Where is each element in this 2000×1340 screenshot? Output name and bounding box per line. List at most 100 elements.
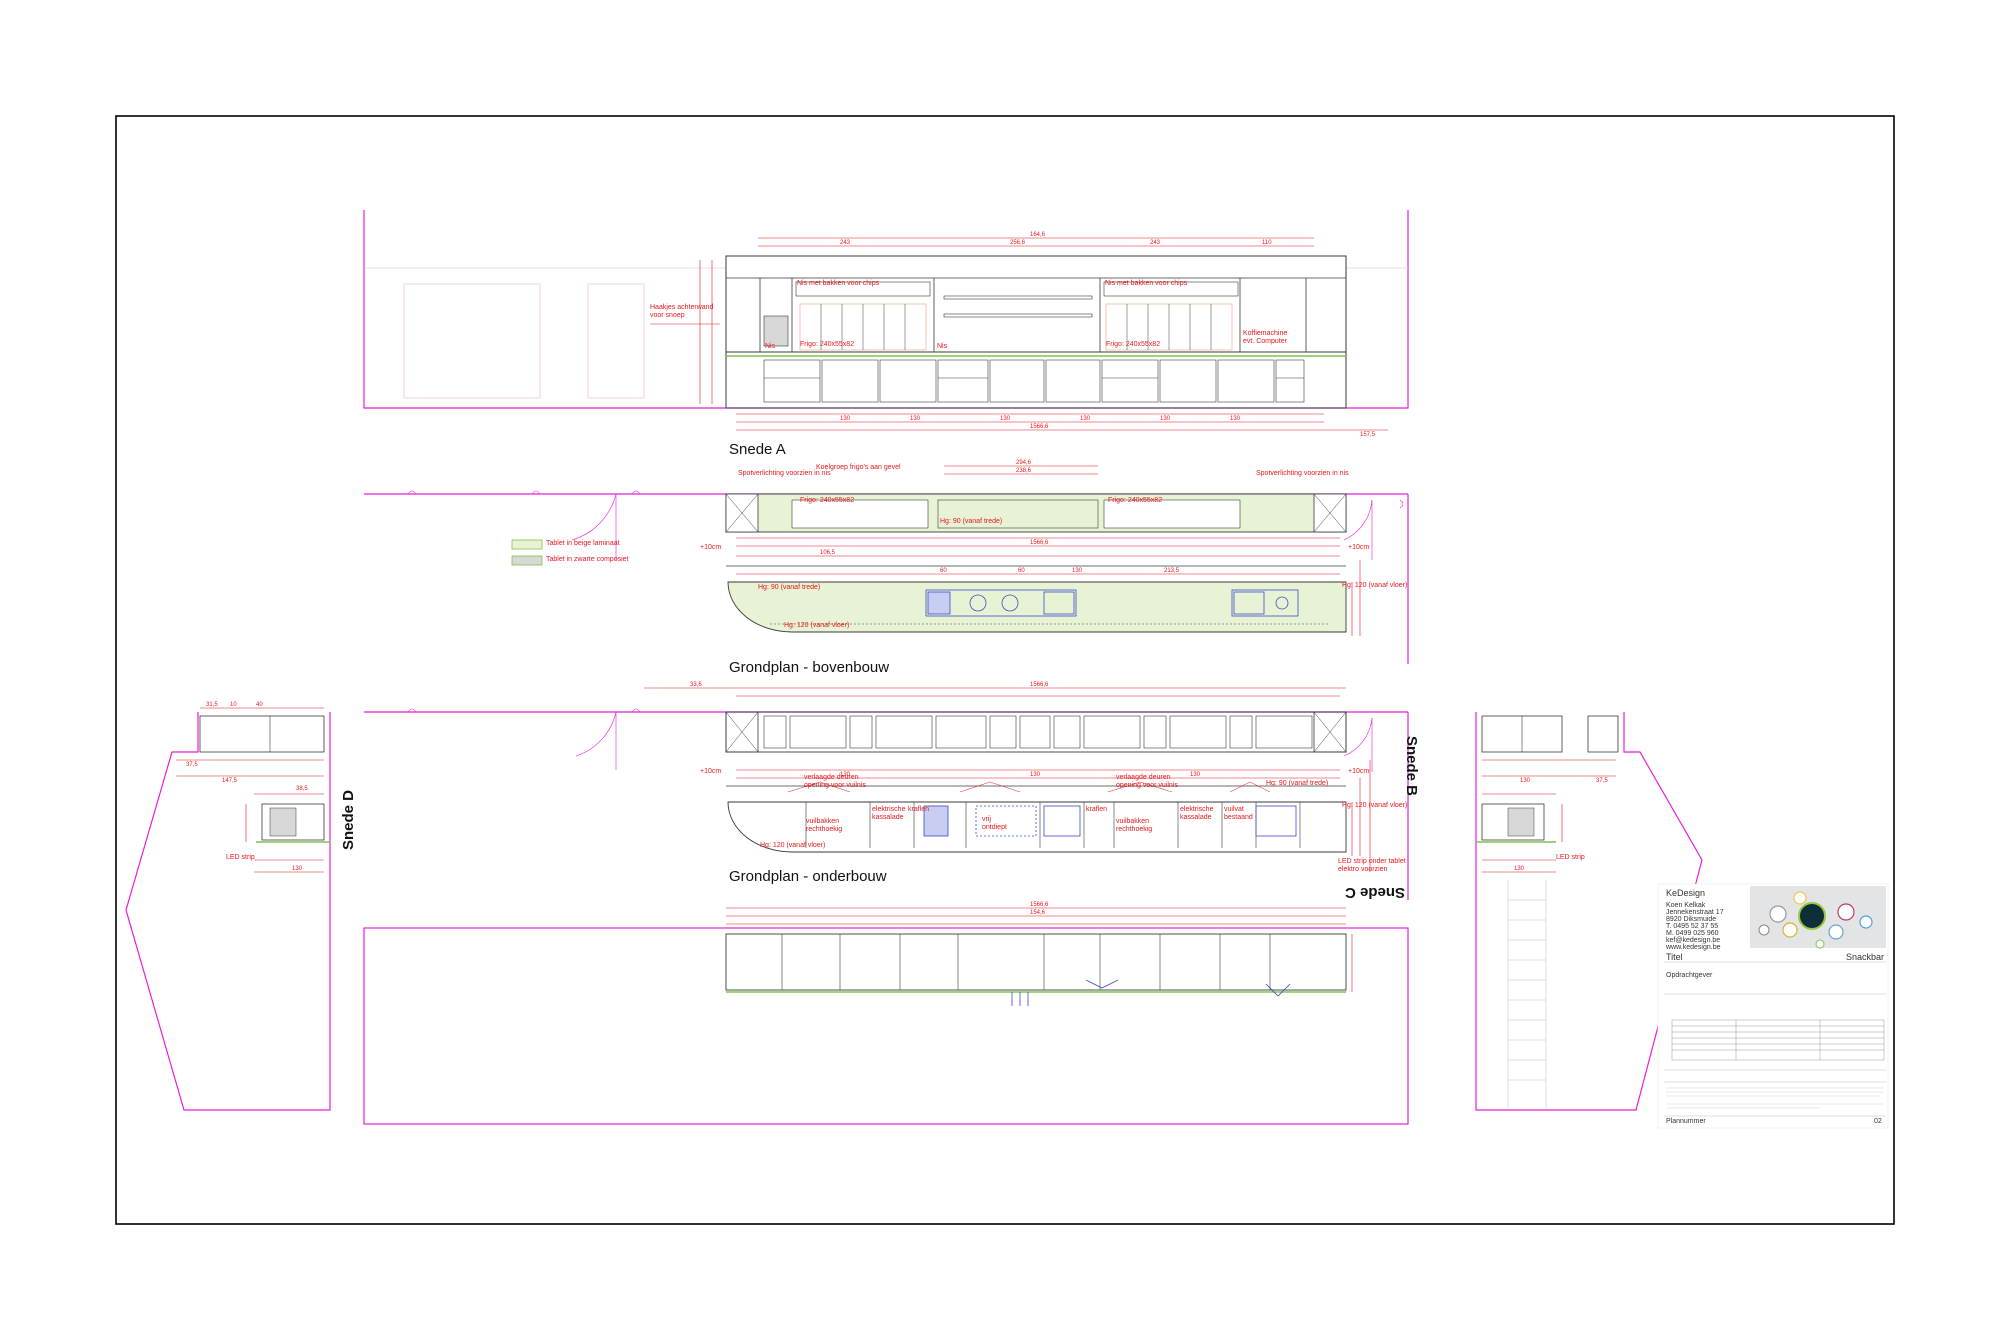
svg-text:10: 10 xyxy=(230,702,237,708)
svg-text:1566,6: 1566,6 xyxy=(1030,424,1049,430)
svg-text:40: 40 xyxy=(256,702,263,708)
svg-text:60: 60 xyxy=(940,568,947,574)
label-bb-frigo-left: Frigo: 240x55x82 xyxy=(800,497,855,504)
label-spot-right: Spotverlichting voorzien in nis xyxy=(1256,470,1349,477)
label-ob-vuilvat: vuilvat xyxy=(1224,806,1244,813)
svg-text:130: 130 xyxy=(840,416,851,422)
label-haakjes: Haakjes achterwand xyxy=(650,304,714,311)
onderbouw-plan: 1566,6 33,6 130 130 130 xyxy=(364,682,1409,900)
label-ob-led-2: elektro voorzien xyxy=(1338,866,1388,873)
kedesign-logo-icon xyxy=(1758,891,1873,949)
section-title-snede-d: Snede D xyxy=(340,789,357,850)
label-bb-hg120-right: Hg: 120 (vanaf vloer) xyxy=(1342,582,1408,589)
svg-text:243: 243 xyxy=(1150,240,1161,246)
label-bb-hg120-bottom: Hg: 120 (vanaf vloer) xyxy=(784,622,850,629)
svg-text:294,6: 294,6 xyxy=(1016,460,1032,466)
tb-addr-1: Koen Kelkak xyxy=(1666,902,1706,909)
svg-text:130: 130 xyxy=(1520,778,1531,784)
label-ob-verlaagde-left-2: opening voor vuilnis xyxy=(804,782,866,789)
label-koffie-2: evt. Computer xyxy=(1243,338,1287,345)
svg-text:213,5: 213,5 xyxy=(1164,568,1180,574)
svg-text:106,5: 106,5 xyxy=(820,550,836,556)
label-ob-verlaagde-left-1: verlaagde deuren xyxy=(804,774,859,781)
section-title-snede-c: Snede C xyxy=(1345,884,1406,901)
svg-text:130: 130 xyxy=(1514,866,1525,872)
label-ob-vuilbakken-left-2: rechthoekig xyxy=(806,826,843,833)
svg-text:37,5: 37,5 xyxy=(186,762,198,768)
label-ob-elek-left-1: elektrische xyxy=(872,806,906,813)
label-ob-bestaand: bestaand xyxy=(1224,814,1253,821)
svg-text:1566,6: 1566,6 xyxy=(1030,902,1049,908)
section-title-snede-b: Snede B xyxy=(1403,736,1420,797)
tb-web: www.kedesign.be xyxy=(1666,944,1721,951)
label-ob-kraflen-b: kraflen xyxy=(1086,806,1108,813)
label-bb-plus10-left: +10cm xyxy=(700,544,722,551)
svg-text:130: 130 xyxy=(840,772,851,778)
legend-zwart-label: Tablet in zwarte composiet xyxy=(546,556,629,563)
svg-text:130: 130 xyxy=(1000,416,1011,422)
svg-text:31,5: 31,5 xyxy=(206,702,218,708)
label-nis-b: Nis xyxy=(937,343,948,350)
label-ob-vrij: vrij xyxy=(982,816,991,823)
label-ob-elek-right-2: kassalade xyxy=(1180,814,1212,821)
tb-addr-3: 8920 Diksmuide xyxy=(1666,916,1717,923)
label-ob-verlaagde-right-1: verlaagde deuren xyxy=(1116,774,1171,781)
label-bb-frigo-right: Frigo: 240x55x82 xyxy=(1108,497,1163,504)
label-ob-elek-right-1: elektrische xyxy=(1180,806,1214,813)
label-ob-hg120-right: Hg: 120 (vanaf vloer) xyxy=(1342,802,1408,809)
label-ob-kraflen-a: kraflen xyxy=(908,806,930,813)
label-nis-a: Nis xyxy=(765,343,776,350)
label-voor-snoep: voor snoep xyxy=(650,312,685,319)
tb-project-label: Titel xyxy=(1666,952,1683,962)
label-nis-chips-right: Nis met bakken voor chips xyxy=(1105,280,1188,287)
svg-text:130: 130 xyxy=(1190,772,1201,778)
label-koelgroep: Koelgroep frigo's aan gevel xyxy=(816,464,901,471)
label-ob-ontdiept: ontdiept xyxy=(982,824,1007,831)
section-title-snede-a: Snede A xyxy=(729,441,786,458)
label-bb-hg90-top: Hg: 90 (vanaf trede) xyxy=(940,518,1003,525)
svg-text:1566,6: 1566,6 xyxy=(1030,682,1049,688)
svg-text:130: 130 xyxy=(1072,568,1083,574)
svg-text:164,6: 164,6 xyxy=(1030,232,1046,238)
tb-project-value: Snackbar xyxy=(1846,952,1885,962)
sheet-border xyxy=(115,115,1895,1225)
label-ob-vuilbakken-right-1: vuilbakken xyxy=(1116,818,1150,825)
tb-tel: T. 0495 52 37 55 xyxy=(1666,923,1719,930)
tb-email: kef@kedesign.be xyxy=(1666,937,1721,944)
label-ob-plus10-right: +10cm xyxy=(1348,768,1370,775)
svg-text:130: 130 xyxy=(1230,416,1241,422)
svg-text:130: 130 xyxy=(292,866,303,872)
label-bb-hg90: Hg: 90 (vanaf trede) xyxy=(758,584,821,591)
svg-text:238,6: 238,6 xyxy=(1016,468,1032,474)
svg-text:147,5: 147,5 xyxy=(222,778,238,784)
svg-text:256,6: 256,6 xyxy=(1010,240,1026,246)
label-ob-verlaagde-right-2: opening voor vuilnis xyxy=(1116,782,1178,789)
label-bb-plus10-right: +10cm xyxy=(1348,544,1370,551)
label-ob-elek-left-2: kassalade xyxy=(872,814,904,821)
svg-text:243: 243 xyxy=(840,240,851,246)
svg-text:33,6: 33,6 xyxy=(690,682,702,688)
label-ob-plus10-left: +10cm xyxy=(700,768,722,775)
label-ob-led-1: LED strip onder tablet xyxy=(1338,858,1406,865)
section-title-onderbouw: Grondplan - onderbouw xyxy=(729,868,887,885)
label-frigo-left: Frigo: 240x55x82 xyxy=(800,341,855,348)
label-frigo-right: Frigo: 240x55x82 xyxy=(1106,341,1161,348)
label-ob-hg120-bottom: Hg: 120 (vanaf vloer) xyxy=(760,842,826,849)
legend-swatch-zwart xyxy=(511,555,543,566)
label-ob-vuilbakken-left-1: vuilbakken xyxy=(806,818,840,825)
svg-text:60: 60 xyxy=(1018,568,1025,574)
legend-beige-label: Tablet in beige laminaat xyxy=(546,540,620,547)
tb-mobile: M. 0499 025 960 xyxy=(1666,930,1719,937)
svg-text:130: 130 xyxy=(1030,772,1041,778)
svg-text:157,5: 157,5 xyxy=(1360,432,1376,438)
svg-text:130: 130 xyxy=(1160,416,1171,422)
label-ob-hg90: Hg: 90 (vanaf trede) xyxy=(1266,780,1329,787)
svg-text:110: 110 xyxy=(1262,240,1272,246)
label-led-right: LED strip xyxy=(1556,854,1585,861)
tb-client-label: Opdrachtgever xyxy=(1666,972,1713,979)
